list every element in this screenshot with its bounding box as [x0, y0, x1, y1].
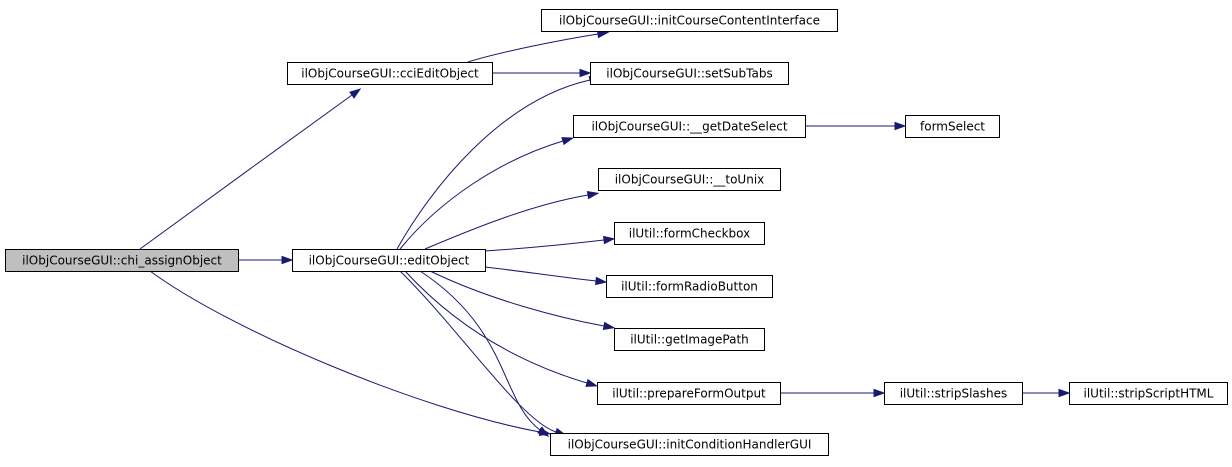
edge-prepareFormOutput-to-stripSlashes: [780, 388, 886, 398]
node-label: ilObjCourseGUI::cciEditObject: [301, 67, 479, 81]
node-setSubTabs[interactable]: ilObjCourseGUI::setSubTabs: [590, 62, 789, 85]
edge-chi_assignObject-to-cciEditObject: [139, 88, 362, 250]
arrowhead-icon: [602, 321, 616, 331]
arrowhead-icon: [585, 378, 599, 387]
edge-cciEditObject-to-setSubTabs: [492, 68, 592, 78]
node-label: ilObjCourseGUI::initConditionHandlerGUI: [568, 438, 812, 452]
node-prepareFormOutput[interactable]: ilUtil::prepareFormOutput: [597, 382, 781, 405]
node-label: ilObjCourseGUI::initCourseContentInterfa…: [559, 14, 820, 28]
edge-getDateSelect-to-formSelect: [805, 121, 907, 131]
node-formRadioButton[interactable]: ilUtil::formRadioButton: [606, 275, 773, 298]
edge-editObject-to-formCheckbox: [484, 235, 616, 252]
node-label: ilUtil::getImagePath: [630, 333, 749, 347]
edge-editObject-to-prepareFormOutput: [404, 270, 599, 387]
node-box: [590, 62, 789, 85]
node-label: ilUtil::stripSlashes: [900, 387, 1008, 401]
arrowhead-icon: [586, 190, 600, 200]
node-stripSlashes[interactable]: ilUtil::stripSlashes: [884, 382, 1023, 405]
edge-line: [399, 270, 557, 433]
arrowhead-icon: [281, 255, 294, 265]
node-getImagePath[interactable]: ilUtil::getImagePath: [614, 328, 765, 351]
node-label: ilUtil::prepareFormOutput: [612, 387, 766, 401]
nodes: ilObjCourseGUI::chi_assignObjectilObjCou…: [5, 9, 1228, 456]
node-formCheckbox[interactable]: ilUtil::formCheckbox: [614, 222, 765, 245]
edge-editObject-to-initConditionHandlerGUI: [399, 270, 567, 436]
node-label: ilObjCourseGUI::chi_assignObject: [22, 254, 222, 268]
node-label: ilObjCourseGUI::__toUnix: [615, 173, 765, 187]
node-box: [287, 62, 493, 85]
node-label: ilUtil::formRadioButton: [621, 280, 758, 294]
edge-cciEditObject-to-initCourseContentInterface: [467, 29, 610, 63]
edge-stripSlashes-to-stripScriptHTML: [1022, 388, 1071, 398]
arrowhead-icon: [1058, 388, 1071, 398]
arrowhead-icon: [873, 388, 886, 398]
node-box: [606, 275, 773, 298]
node-box: [614, 328, 765, 351]
arrowhead-icon: [537, 426, 550, 437]
node-getDateSelect[interactable]: ilObjCourseGUI::__getDateSelect: [573, 115, 806, 138]
edge-line: [396, 79, 591, 250]
edge-line: [419, 270, 541, 431]
node-box: [598, 168, 781, 191]
arrowhead-icon: [349, 88, 362, 99]
edge-line: [467, 33, 599, 63]
edge-editObject-to-setSubTabs: [396, 76, 602, 250]
edges: [139, 29, 1071, 437]
node-initCourseContentInterface[interactable]: ilObjCourseGUI::initCourseContentInterfa…: [541, 9, 838, 32]
arrowhead-icon: [603, 235, 616, 245]
arrowhead-icon: [579, 68, 592, 78]
edge-chi_assignObject-to-editObject: [238, 255, 294, 265]
node-box: [292, 249, 486, 272]
edge-line: [429, 270, 605, 327]
edge-editObject-to-getDateSelect: [399, 137, 575, 250]
edge-editObject-to-getImagePath: [429, 270, 616, 331]
node-box: [541, 9, 838, 32]
edge-line: [139, 94, 353, 250]
node-box: [5, 249, 239, 272]
arrowhead-icon: [894, 121, 907, 131]
node-label: ilObjCourseGUI::setSubTabs: [606, 67, 772, 81]
node-box: [905, 115, 1000, 138]
edge-line: [149, 270, 541, 433]
edge-editObject-to-initConditionHandlerGUI: [419, 270, 550, 437]
node-stripScriptHTML[interactable]: ilUtil::stripScriptHTML: [1069, 382, 1228, 405]
node-chi_assignObject[interactable]: ilObjCourseGUI::chi_assignObject: [5, 249, 239, 272]
node-label: ilObjCourseGUI::__getDateSelect: [591, 120, 787, 134]
edge-line: [484, 239, 605, 252]
node-initConditionHandlerGUI[interactable]: ilObjCourseGUI::initConditionHandlerGUI: [550, 433, 829, 456]
node-box: [550, 433, 829, 456]
node-box: [614, 222, 765, 245]
edge-line: [404, 270, 588, 384]
node-label: ilUtil::stripScriptHTML: [1084, 387, 1214, 401]
edge-editObject-to-formRadioButton: [484, 266, 608, 286]
node-label: ilObjCourseGUI::editObject: [309, 254, 470, 268]
edge-line: [399, 140, 564, 250]
edge-editObject-to-toUnix: [424, 190, 600, 250]
node-formSelect[interactable]: formSelect: [905, 115, 1000, 138]
node-box: [1069, 382, 1228, 405]
node-box: [573, 115, 806, 138]
arrowhead-icon: [561, 137, 575, 146]
edge-line: [424, 194, 589, 250]
node-cciEditObject[interactable]: ilObjCourseGUI::cciEditObject: [287, 62, 493, 85]
node-editObject[interactable]: ilObjCourseGUI::editObject: [292, 249, 486, 272]
node-box: [597, 382, 781, 405]
edge-line: [484, 266, 597, 282]
node-box: [884, 382, 1023, 405]
node-label: formSelect: [920, 120, 985, 134]
arrowhead-icon: [595, 276, 608, 286]
node-toUnix[interactable]: ilObjCourseGUI::__toUnix: [598, 168, 781, 191]
node-label: ilUtil::formCheckbox: [629, 227, 751, 241]
